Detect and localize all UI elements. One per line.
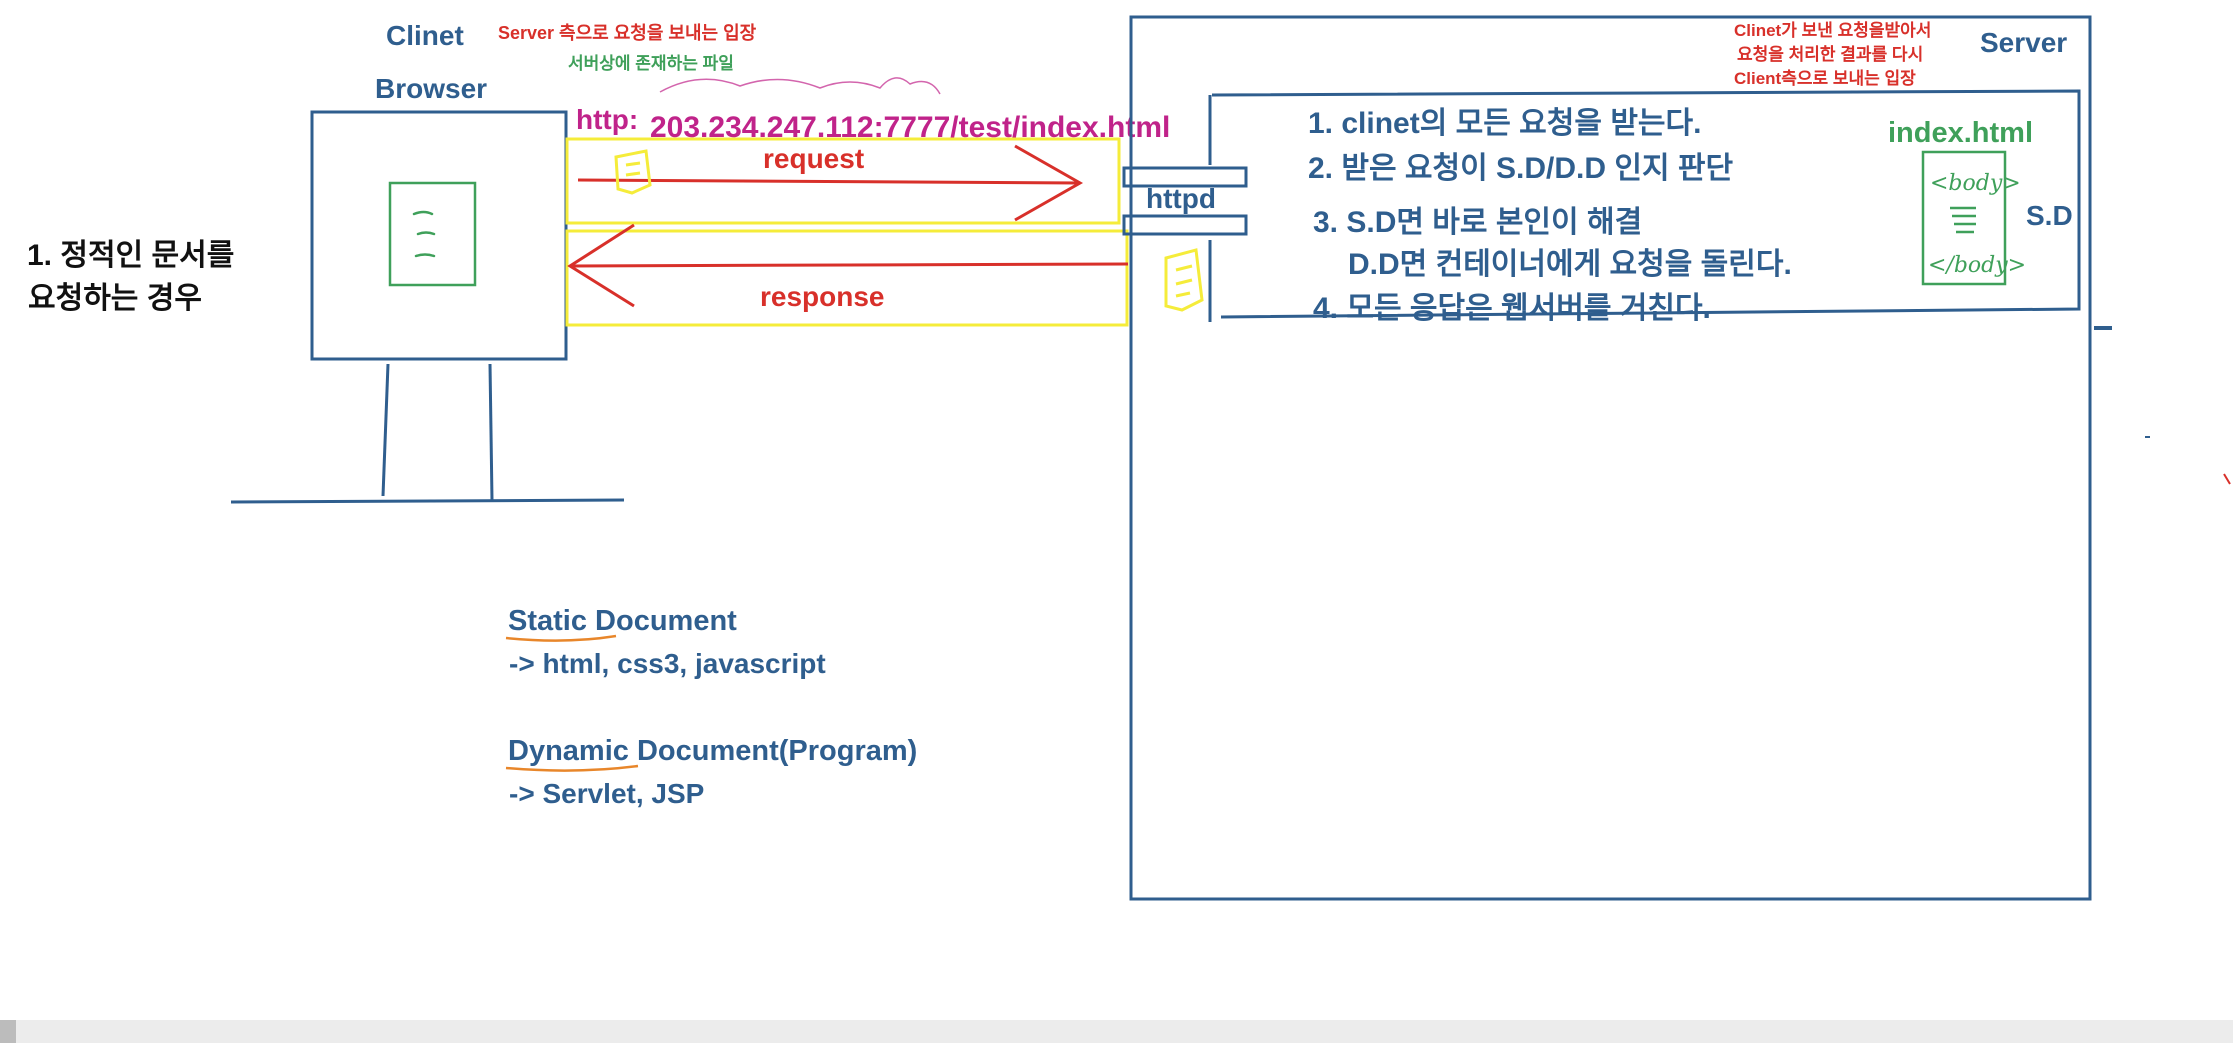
sd-label: S.D — [2026, 200, 2073, 231]
browser-window — [310, 110, 568, 361]
server-role-note-3: Client측으로 보내는 입장 — [1734, 69, 1916, 88]
stray-red-mark — [2223, 473, 2231, 485]
httpd-label: httpd — [1146, 183, 1216, 214]
step-2: 2. 받은 요청이 S.D/D.D 인지 판단 — [1308, 152, 1734, 185]
step-3-cont: D.D면 컨테이너에게 요청을 돌린다. — [1348, 248, 1792, 281]
step-1: 1. clinet의 모든 요청을 받는다. — [1308, 107, 1701, 140]
server-role-note-1: Clinet가 보낸 요청을받아서 — [1734, 20, 1931, 40]
desk-line — [230, 498, 625, 504]
server-file-name: index.html — [1888, 117, 2033, 149]
step-3: 3. S.D면 바로 본인이 해결 — [1313, 206, 1642, 239]
request-label: request — [763, 143, 864, 174]
client-browser: Clinet Browser — [230, 20, 625, 504]
monitor-stand-left — [381, 363, 390, 497]
request-arrow — [577, 144, 1084, 222]
dynamic-desc: -> Servlet, JSP — [509, 778, 704, 809]
response-label: response — [760, 281, 885, 312]
case-label-line1: 1. 정적인 문서를 — [27, 239, 234, 272]
file-tag-close: </body> — [1928, 253, 2026, 278]
client-role-note: Server 측으로 요청을 보내는 입장 — [498, 22, 757, 43]
file-tag-open: <body> — [1930, 171, 2021, 196]
response-highlight-box — [565, 229, 1129, 327]
request-highlight-box — [565, 137, 1121, 225]
browser-title: Browser — [375, 73, 487, 104]
httpd-port-top — [1122, 166, 1248, 188]
file-lines-icon — [1950, 206, 1976, 234]
server-box — [1129, 15, 2092, 901]
case-label-line2: 요청하는 경우 — [28, 282, 202, 315]
response-arrow — [567, 223, 1129, 308]
dynamic-underline — [505, 764, 639, 772]
web-server-box — [1211, 89, 2081, 319]
file-note-brace — [659, 77, 941, 95]
server-role-note-2: 요청을 처리한 결과를 다시 — [1737, 44, 1923, 64]
static-desc: -> html, css3, javascript — [509, 648, 826, 679]
client-document-icon — [388, 181, 477, 287]
scrollbar-thumb[interactable] — [0, 1020, 16, 1043]
horizontal-scrollbar[interactable] — [0, 1020, 2233, 1043]
response-document-icon — [1164, 248, 1204, 312]
monitor-stand-right — [488, 363, 494, 501]
url-scheme: http: — [576, 104, 638, 135]
dynamic-title: Dynamic Document(Program) — [508, 735, 917, 767]
file-note: 서버상에 존재하는 파일 — [568, 54, 734, 73]
server-title: Server — [1980, 27, 2067, 58]
server-file-icon — [1921, 150, 2007, 286]
request-document-icon — [614, 149, 652, 195]
static-underline — [505, 634, 617, 642]
step-4: 4. 모든 응답은 웹서버를 거친다. — [1313, 292, 1711, 325]
client-title: Clinet — [386, 20, 464, 51]
static-title: Static Document — [508, 605, 737, 637]
document-types: Static Document -> html, css3, javascrip… — [505, 605, 917, 809]
httpd-port-bottom — [1122, 214, 1248, 236]
document-lines-icon — [412, 210, 436, 258]
